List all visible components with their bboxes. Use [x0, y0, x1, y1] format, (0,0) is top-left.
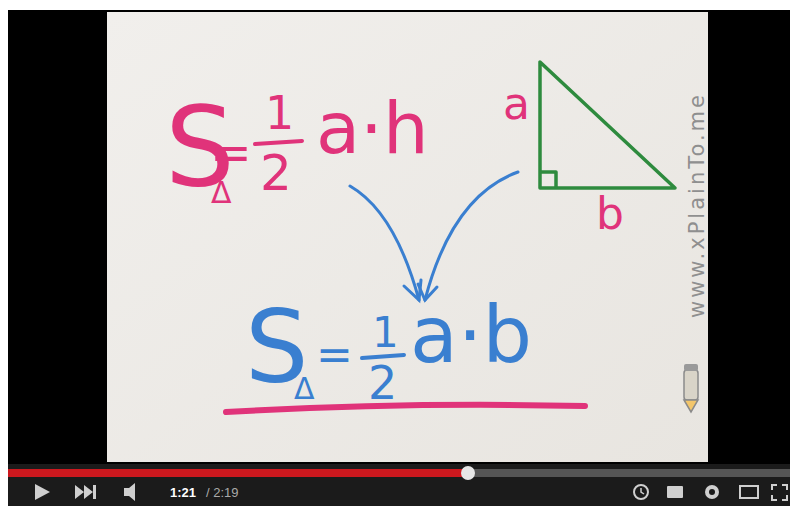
underline	[226, 405, 585, 412]
pencil-eraser	[684, 364, 698, 371]
gear-hole	[709, 489, 715, 495]
clock-icon	[634, 485, 648, 499]
whiteboard	[107, 12, 708, 462]
side-label: b	[596, 192, 624, 236]
formula-term: a·b	[410, 296, 532, 374]
progress-played	[8, 469, 468, 477]
formula-sign: =	[210, 128, 252, 178]
pencil-tip	[684, 400, 698, 412]
formula-sign: =	[316, 333, 353, 377]
curved-arrows	[350, 172, 518, 300]
arrow-shaft	[350, 186, 419, 300]
formula-subscript: Δ	[211, 178, 232, 208]
progress-track	[8, 469, 790, 477]
arrow-shaft	[425, 172, 518, 300]
player-icons	[35, 483, 787, 501]
gear-icon	[705, 485, 719, 499]
fraction-bar	[255, 141, 302, 144]
player-background	[8, 10, 790, 506]
size-icon	[740, 486, 758, 498]
fullscreen-icon	[772, 485, 787, 500]
progress-knob	[461, 466, 475, 480]
fraction-bar	[362, 355, 404, 358]
fraction-denominator: 2	[368, 360, 397, 406]
watermark: www.xPlainTo.me	[687, 92, 708, 318]
play-icon	[35, 484, 50, 500]
right-angle-mark	[540, 172, 556, 188]
fraction-denominator: 2	[260, 148, 292, 198]
pencil-icon	[684, 364, 698, 412]
control-bar	[8, 464, 790, 506]
time-current: 1:21	[170, 486, 196, 499]
fraction-numerator: 1	[372, 312, 399, 354]
side-label: a	[503, 82, 530, 126]
formula-subscript: Δ	[294, 374, 315, 404]
triangle-outline	[540, 62, 675, 188]
fraction-numerator: 1	[265, 90, 294, 136]
time-total: / 2:19	[206, 486, 239, 499]
right-triangle	[540, 62, 675, 188]
clock-hands	[641, 488, 644, 494]
formula-term: a·h	[316, 92, 429, 164]
volume-icon	[124, 483, 135, 501]
captions-icon	[667, 486, 683, 498]
next-icon	[75, 485, 96, 499]
pencil-body	[684, 370, 698, 400]
